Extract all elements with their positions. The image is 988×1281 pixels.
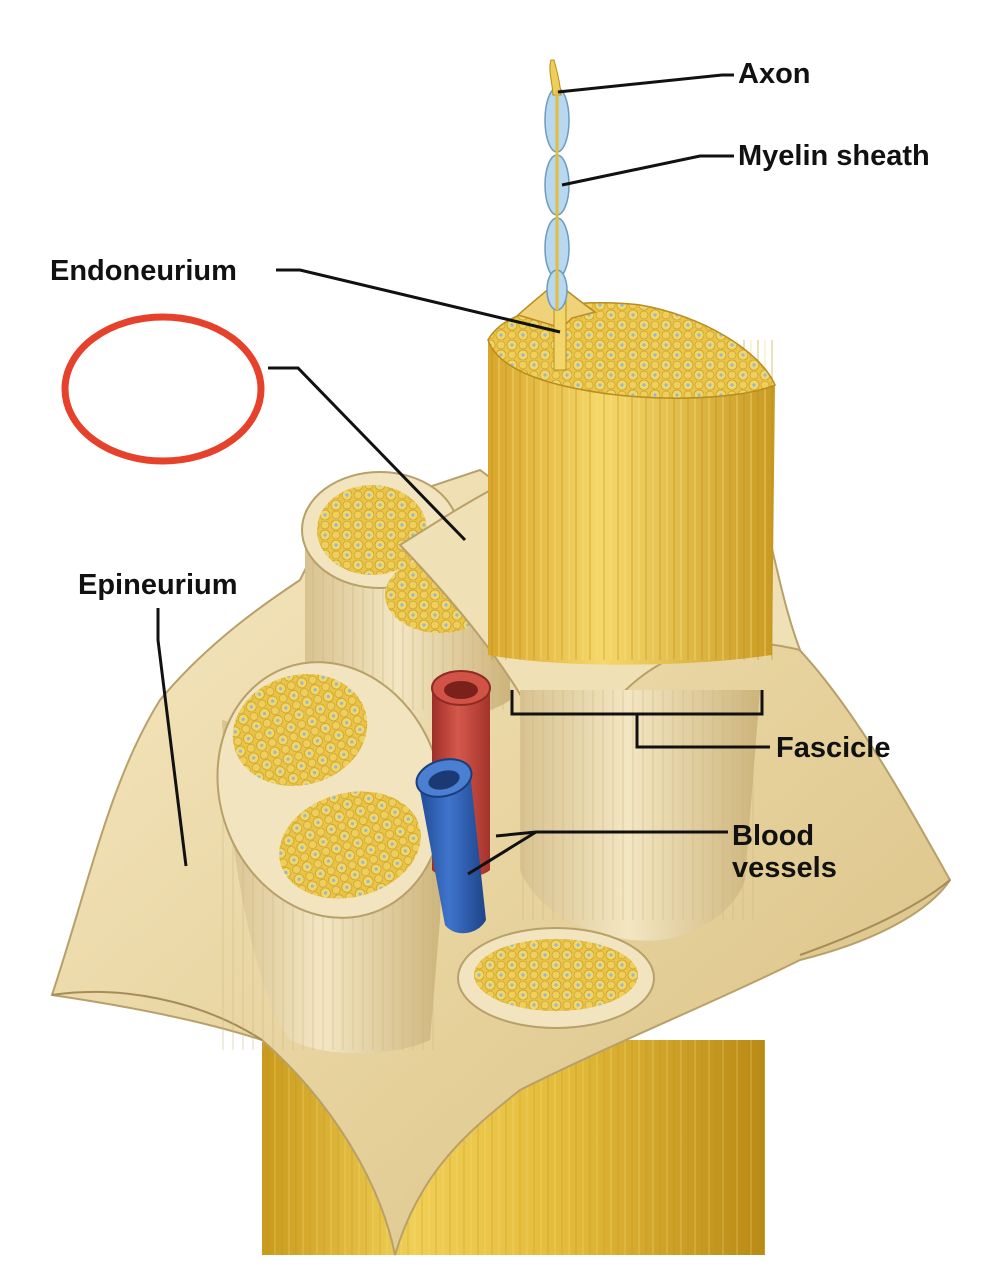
blank-label-marker: [61, 313, 265, 465]
blood-vessels: [415, 670, 491, 934]
label-blood-vessels-line2: vessels: [732, 852, 837, 884]
axon: [549, 59, 562, 310]
leader-lines: [156, 73, 770, 876]
fascicle-left: [216, 661, 445, 1054]
vein: [415, 758, 486, 934]
label-fascicle: Fascicle: [776, 732, 891, 764]
nerve-fiber: [516, 59, 597, 371]
fascicle-front: [457, 927, 655, 1029]
leader-line-epineurium: [156, 608, 188, 867]
label-blood-vessels-line1: Blood: [732, 820, 815, 852]
leader-line-myelin: [561, 154, 734, 187]
fascicle-central: [520, 690, 760, 941]
leader-line-axon: [557, 73, 734, 94]
axon-bundle: [487, 302, 776, 665]
fascicle-bracket: [510, 690, 770, 749]
leader-line-blood-vein: [467, 830, 537, 876]
leader-line-perineurium: [268, 366, 467, 542]
label-myelin-sheath: Myelin sheath: [738, 140, 930, 172]
label-endoneurium: Endoneurium: [50, 255, 237, 287]
epineurium-sheet: [50, 468, 952, 1256]
label-axon: Axon: [738, 58, 811, 90]
leader-line-endoneurium: [276, 268, 561, 334]
label-blood-vessels: Blood vessels: [732, 820, 837, 884]
label-epineurium: Epineurium: [78, 569, 238, 601]
